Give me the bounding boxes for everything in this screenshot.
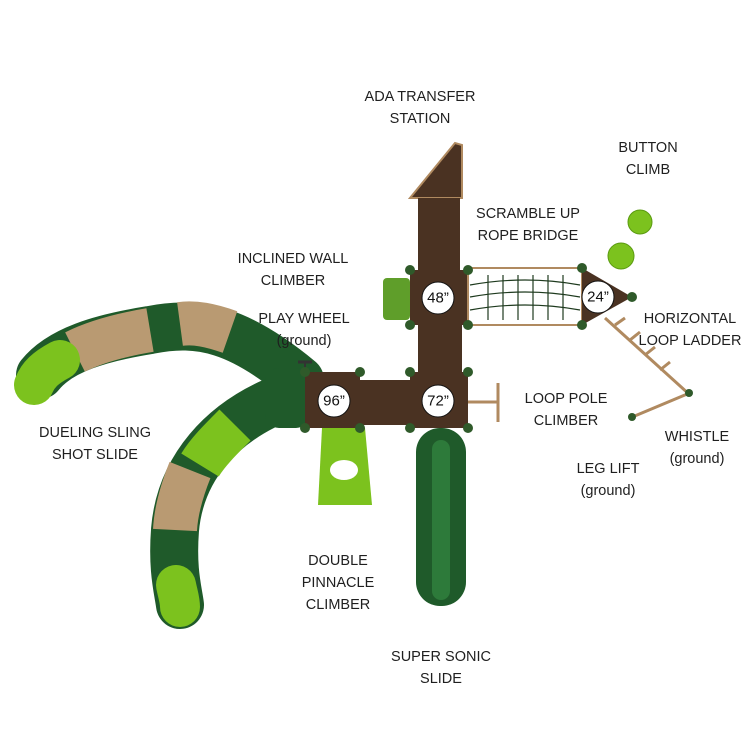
label-leg-lift: LEG LIFT (ground)	[577, 458, 640, 502]
loop-pole-climber	[468, 383, 500, 422]
label-line: ADA TRANSFER	[364, 89, 476, 105]
label-line: SLIDE	[420, 671, 462, 687]
label-horizontal-loop-ladder: HORIZONTAL LOOP LADDER	[639, 308, 742, 352]
label-line: CLIMBER	[305, 597, 371, 613]
label-play-wheel: PLAY WHEEL (ground)	[258, 308, 349, 352]
label-line: PINNACLE	[301, 575, 375, 591]
label-line: LEG LIFT	[576, 461, 640, 477]
button-climb-disc	[607, 242, 635, 270]
label-double-pinnacle-climber: DOUBLE PINNACLE CLIMBER	[302, 550, 375, 616]
label-line: SCRAMBLE UP	[476, 206, 580, 222]
label-line: STATION	[389, 111, 451, 127]
double-pinnacle-climber	[318, 428, 372, 505]
walkway	[418, 325, 462, 372]
label-line: (ground)	[669, 451, 725, 467]
slide-bed	[432, 440, 450, 600]
label-line: (ground)	[580, 483, 636, 499]
label-line: LOOP LADDER	[638, 333, 742, 349]
label-line: DUELING SLING	[39, 425, 151, 441]
horizontal-loop-ladder	[603, 316, 693, 420]
ada-transfer-station	[407, 141, 463, 199]
button-climb-disc	[627, 209, 653, 235]
label-dueling-sling-shot-slide: DUELING SLING SHOT SLIDE	[39, 422, 151, 466]
svg-text:24”: 24”	[587, 289, 609, 306]
dueling-sling-shot-slide	[14, 301, 324, 629]
label-line: PLAY WHEEL	[258, 311, 350, 327]
label-whistle: WHISTLE (ground)	[665, 426, 729, 470]
label-rope-bridge: SCRAMBLE UP ROPE BRIDGE	[476, 203, 580, 247]
label-line: (ground)	[276, 333, 332, 349]
deck-height-24: 24”	[581, 280, 615, 314]
label-button-climb: BUTTON CLIMB	[618, 137, 677, 181]
label-line: BUTTON	[618, 140, 678, 156]
deck-height-72: 72”	[421, 384, 455, 418]
label-line: DOUBLE	[308, 553, 368, 569]
label-line: HORIZONTAL	[643, 311, 737, 327]
inclined-wall-climber	[383, 278, 410, 320]
svg-text:96”: 96”	[323, 393, 345, 410]
label-line: CLIMBER	[533, 413, 599, 429]
svg-text:48”: 48”	[427, 290, 449, 307]
label-super-sonic-slide: SUPER SONIC SLIDE	[391, 646, 491, 690]
bridge	[360, 380, 410, 425]
label-line: SUPER SONIC	[391, 649, 491, 665]
svg-text:72”: 72”	[427, 393, 449, 410]
label-inclined-wall-climber: INCLINED WALL CLIMBER	[238, 248, 349, 292]
label-line: CLIMB	[625, 162, 671, 178]
label-line: WHISTLE	[664, 429, 730, 445]
scramble-up-rope-bridge	[467, 267, 583, 326]
label-line: ROPE BRIDGE	[477, 228, 579, 244]
label-line: INCLINED WALL	[237, 251, 349, 267]
label-line: CLIMBER	[260, 273, 326, 289]
label-loop-pole-climber: LOOP POLE CLIMBER	[525, 388, 608, 432]
deck-height-96: 96”	[317, 384, 351, 418]
label-line: LOOP POLE	[524, 391, 608, 407]
label-ada-transfer-station: ADA TRANSFER STATION	[365, 86, 476, 130]
deck-height-48: 48”	[421, 281, 455, 315]
posts	[300, 263, 693, 433]
ada-ramp	[418, 198, 460, 270]
label-line: SHOT SLIDE	[52, 447, 138, 463]
